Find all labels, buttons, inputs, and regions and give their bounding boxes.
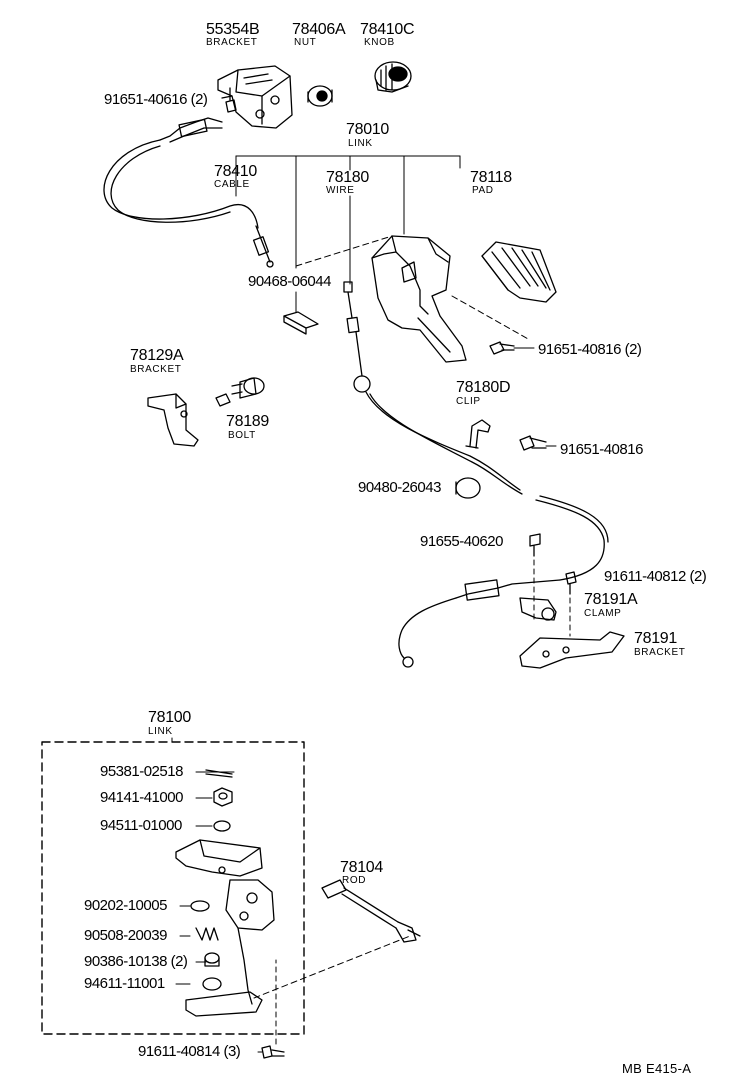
bolt-91611-40812-drawing xyxy=(565,571,577,637)
part-number-94611-11001: 94611-11001 xyxy=(84,975,165,992)
part-number-78410: 78410 xyxy=(214,163,257,180)
nut-94141-drawing xyxy=(213,787,233,807)
part-number-78100: 78100 xyxy=(148,709,191,726)
part-name-bracket-78191: BRACKET xyxy=(634,647,686,658)
part-number-78118: 78118 xyxy=(470,169,512,186)
grommet-90480-drawing xyxy=(455,477,481,499)
bolt-91651-40816-drawing xyxy=(519,435,557,451)
part-name-bolt: BOLT xyxy=(228,430,256,441)
part-number-91655-40620: 91655-40620 xyxy=(420,533,503,550)
part-number-78191: 78191 xyxy=(634,630,677,647)
pedal-link-drawing xyxy=(371,235,467,363)
part-number-91651-40616: 91651-40616 (2) xyxy=(104,91,208,108)
part-name-cable: CABLE xyxy=(214,179,250,190)
part-name-wire: WIRE xyxy=(326,185,355,196)
wire-78180-drawing xyxy=(343,281,523,495)
diagram-code: MB E415-A xyxy=(622,1061,692,1076)
part-name-knob: KNOB xyxy=(364,37,395,48)
bushing-94611-drawing xyxy=(202,977,222,991)
part-number-78191a: 78191A xyxy=(584,591,638,608)
bolts-91611-40814-drawing xyxy=(261,959,285,1059)
part-name-clamp: CLAMP xyxy=(584,608,622,619)
part-number-91651-40816-2: 91651-40816 (2) xyxy=(538,341,642,358)
spring-90508-drawing xyxy=(195,927,219,941)
link-78010-leaders xyxy=(235,155,461,313)
part-name-bracket-78129a: BRACKET xyxy=(130,364,182,375)
part-number-90202-10005: 90202-10005 xyxy=(84,897,167,914)
bolt-91651-40816-2-drawing xyxy=(489,341,535,355)
part-number-90386-10138: 90386-10138 (2) xyxy=(84,953,188,970)
cable-78410-drawing xyxy=(103,117,274,268)
dashed-guide-rod xyxy=(253,935,411,999)
part-number-90468-06044: 90468-06044 xyxy=(248,273,331,290)
part-number-78406a: 78406A xyxy=(292,21,346,38)
lower-cable-drawing xyxy=(398,495,609,668)
bolt-91655-drawing xyxy=(529,533,541,621)
rod-78104-drawing xyxy=(321,879,421,943)
link-bracket-assembly-drawing xyxy=(175,839,275,1017)
bolt-91651-40616-drawing xyxy=(221,87,237,113)
washer-94511-drawing xyxy=(213,820,231,832)
part-name-bracket: BRACKET xyxy=(206,37,258,48)
part-number-91611-40814: 91611-40814 (3) xyxy=(138,1043,241,1060)
part-name-link: LINK xyxy=(348,138,373,149)
part-name-link-78100: LINK xyxy=(148,726,173,737)
pin-95381-drawing xyxy=(205,769,233,778)
clamp-78191a-drawing xyxy=(519,597,557,621)
knob-78410c-drawing xyxy=(374,61,412,93)
dashed-guide-pad xyxy=(451,295,531,341)
part-name-clip: CLIP xyxy=(456,396,481,407)
pad-78118-drawing xyxy=(481,241,557,303)
link-78100-boundary xyxy=(41,741,305,1035)
dashed-guide-link xyxy=(295,235,393,267)
part-number-90508-20039: 90508-20039 xyxy=(84,927,167,944)
nut-78406a-drawing xyxy=(307,85,333,107)
part-number-78180: 78180 xyxy=(326,169,369,186)
part-number-91651-40816: 91651-40816 xyxy=(560,441,643,458)
part-number-78010: 78010 xyxy=(346,121,389,138)
part-number-95381-02518: 95381-02518 xyxy=(100,763,183,780)
clip-78180d-drawing xyxy=(465,419,491,449)
part-number-78104: 78104 xyxy=(340,859,383,876)
clip-90468-drawing xyxy=(283,311,319,335)
part-name-rod: ROD xyxy=(342,875,367,886)
part-number-94511-01000: 94511-01000 xyxy=(100,817,182,834)
part-name-nut: NUT xyxy=(294,37,317,48)
bolt-78189-drawing xyxy=(215,377,265,407)
bracket-55354b-drawing xyxy=(217,65,293,129)
bushing-90386-drawing xyxy=(204,952,220,967)
part-number-90480-26043: 90480-26043 xyxy=(358,479,441,496)
part-number-78189: 78189 xyxy=(226,413,269,430)
bracket-78129a-drawing xyxy=(147,393,199,447)
part-number-55354b: 55354B xyxy=(206,21,260,38)
part-number-78180d: 78180D xyxy=(456,379,511,396)
part-number-94141-41000: 94141-41000 xyxy=(100,789,183,806)
bracket-78191-drawing xyxy=(519,631,625,669)
washer-90202-drawing xyxy=(190,900,210,912)
part-name-pad: PAD xyxy=(472,185,494,196)
part-number-91611-40812: 91611-40812 (2) xyxy=(604,568,707,585)
part-number-78129a: 78129A xyxy=(130,347,184,364)
part-number-78410c: 78410C xyxy=(360,21,415,38)
